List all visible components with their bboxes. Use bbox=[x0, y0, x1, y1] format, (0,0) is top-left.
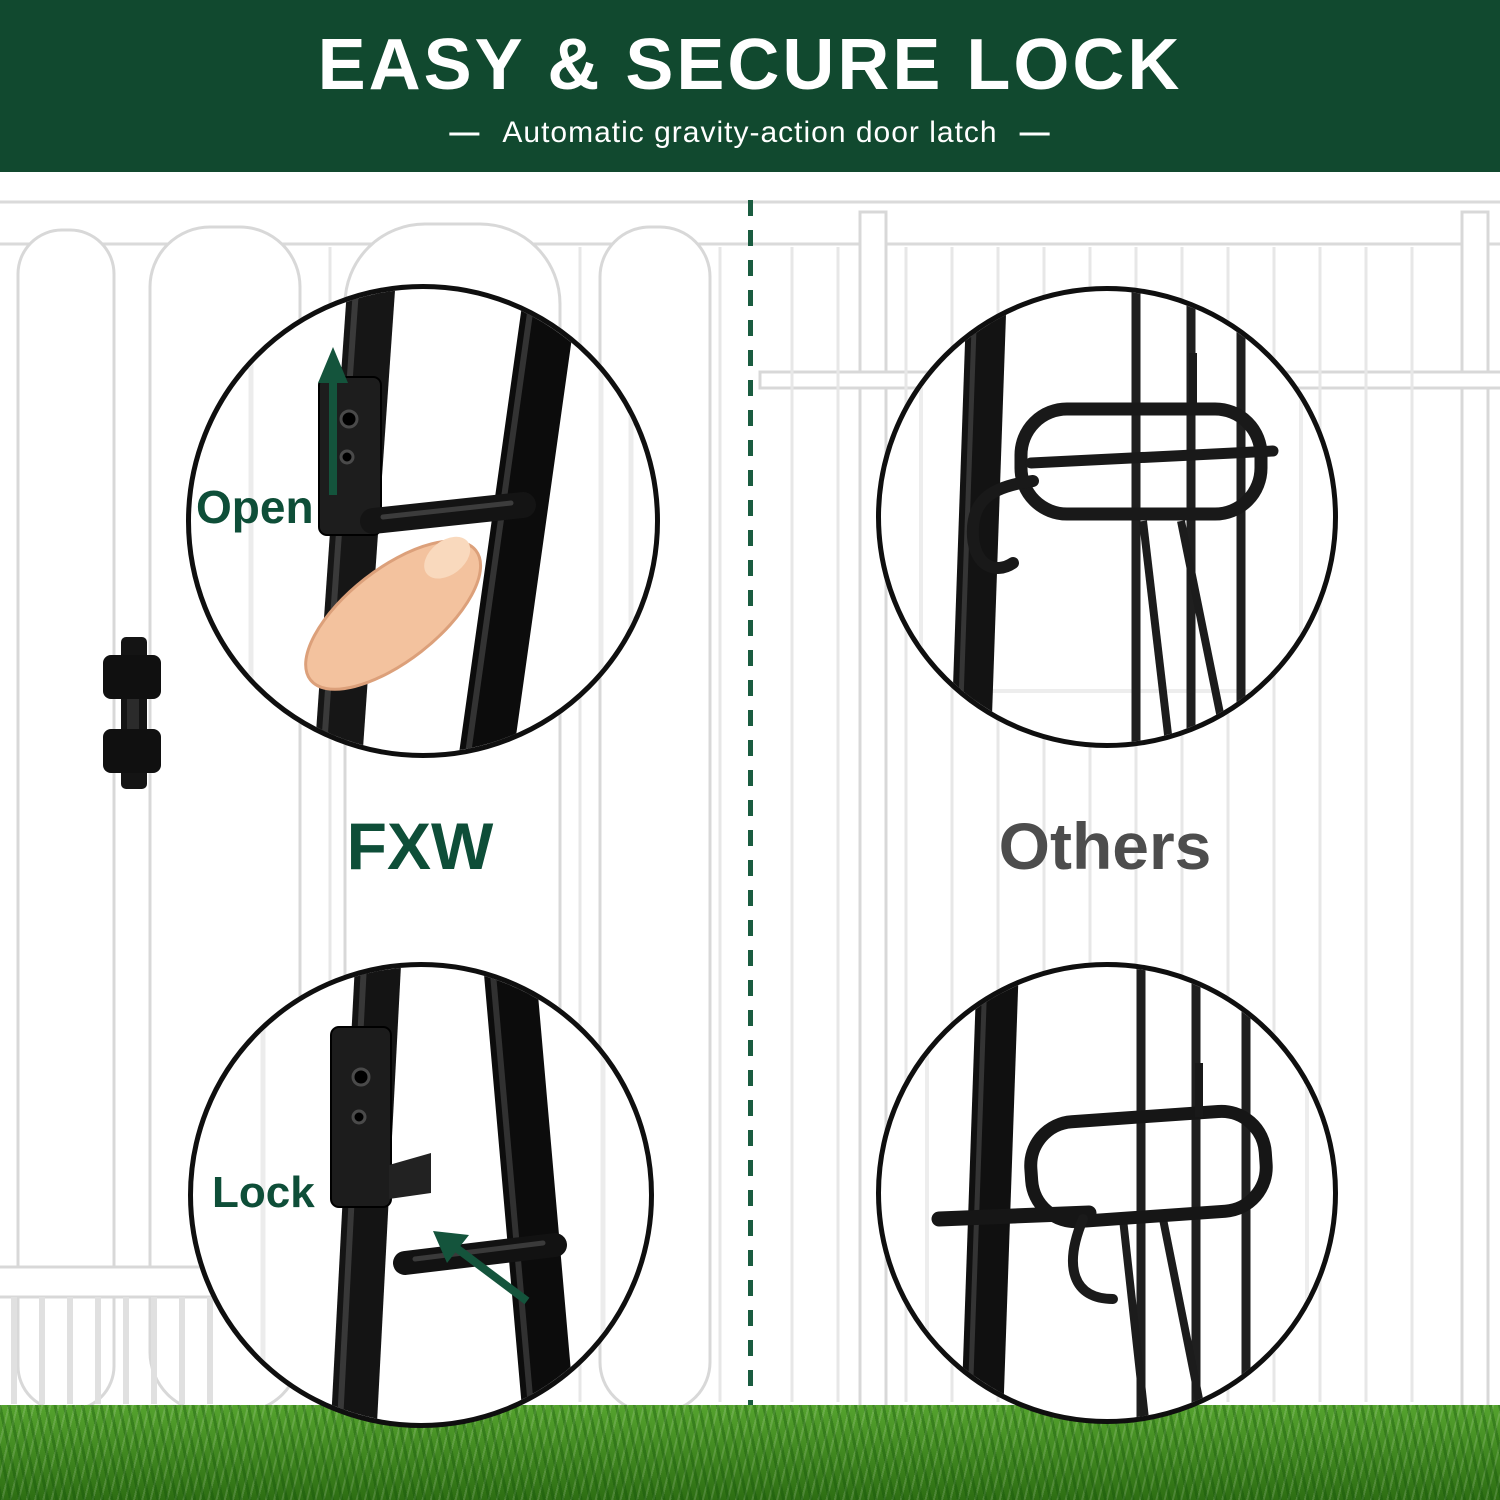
fxw-lock-latch-photo bbox=[188, 962, 654, 1428]
open-label: Open bbox=[196, 481, 314, 533]
page-title: EASY & SECURE LOCK bbox=[317, 25, 1183, 105]
others-latch-illustration-bottom bbox=[925, 967, 1309, 1419]
fence-hinge bbox=[103, 637, 161, 789]
header-banner: EASY & SECURE LOCK — Automatic gravity-a… bbox=[0, 0, 1500, 172]
divider-dashed-line bbox=[748, 200, 753, 1405]
others-latch-illustration-top bbox=[881, 291, 1333, 743]
others-latch-photo-top bbox=[876, 286, 1338, 748]
finger bbox=[304, 536, 483, 691]
subtitle-dash-left: — bbox=[449, 116, 481, 149]
lock-latch-illustration bbox=[260, 967, 606, 1423]
lock-arrow-icon bbox=[433, 1231, 530, 1305]
comparison-area: Open Lock FXW Others bbox=[0, 172, 1500, 1500]
others-brand-label: Others bbox=[998, 809, 1212, 883]
subtitle-dash-right: — bbox=[1019, 116, 1051, 149]
fxw-brand-label: FXW bbox=[346, 809, 494, 883]
page-subtitle: — Automatic gravity-action door latch — bbox=[0, 116, 1500, 150]
fxw-open-latch-photo bbox=[186, 284, 660, 758]
up-arrow-icon bbox=[318, 347, 348, 495]
grass-strip bbox=[0, 1405, 1500, 1500]
open-latch-illustration bbox=[248, 289, 634, 753]
subtitle-text: Automatic gravity-action door latch bbox=[502, 116, 998, 149]
others-latch-photo-bottom bbox=[876, 962, 1338, 1424]
lock-label: Lock bbox=[212, 1168, 315, 1217]
